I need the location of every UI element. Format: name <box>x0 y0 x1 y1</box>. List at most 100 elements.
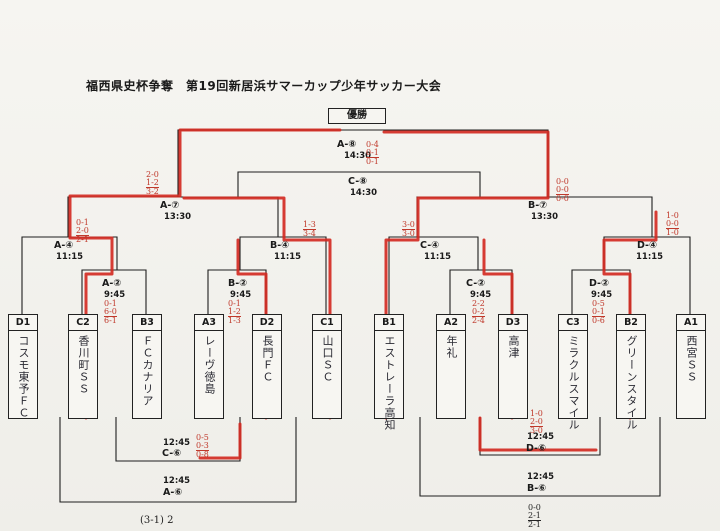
score-line: 2-1 <box>528 511 541 520</box>
team-code: A1 <box>677 315 705 331</box>
team-name: ミラクルスマイル <box>567 335 580 431</box>
match-r1a-time: 9:45 <box>104 290 126 300</box>
score-line: 0-0 <box>666 219 679 228</box>
match-r1b-time: 9:45 <box>230 290 252 300</box>
score-total: 3-0 <box>530 426 543 435</box>
score-line: 0-0 <box>528 503 541 512</box>
score-cons-c6: 0-5 0-3 0-8 <box>196 434 209 459</box>
score-line: 1-2 <box>146 178 159 187</box>
score-line: 0-1 <box>228 299 241 308</box>
score-total: 0-1 <box>366 157 379 166</box>
score-line: 0-4 <box>366 140 379 149</box>
match-cons-c6-label: C-⑥ <box>162 448 182 459</box>
score-qf1: 0-1 2-0 2-1 <box>76 219 89 244</box>
team-code: B3 <box>133 315 161 331</box>
match-final-time: 14:30 <box>344 151 372 161</box>
score-line: 0-0 <box>556 185 569 194</box>
score-r1c: 2-2 0-2 2-4 <box>472 300 485 325</box>
match-qf2-time: 11:15 <box>274 252 302 262</box>
score-line: 0-5 <box>196 433 209 442</box>
team-name: 西宮ＳＳ <box>685 335 698 383</box>
score-line: 0-1 <box>366 148 379 157</box>
score-line: 1-2 <box>228 307 241 316</box>
team-code: A2 <box>437 315 465 331</box>
score-cons-d6: 1-0 2-0 3-0 <box>530 410 543 435</box>
score-line: 6-0 <box>104 307 117 316</box>
team-code: B1 <box>375 315 403 331</box>
match-r1a-label: A-② <box>102 278 122 289</box>
score-line: 2-0 <box>146 170 159 179</box>
team-box: C1 山口ＳＣ <box>312 314 342 419</box>
match-sf-left-time: 13:30 <box>164 212 192 222</box>
score-r1d: 0-5 0-1 0-6 <box>592 300 605 325</box>
match-r1d-time: 9:45 <box>591 290 613 300</box>
score-total: 3-0 <box>402 229 415 238</box>
team-name: 香川町ＳＳ <box>77 335 90 395</box>
score-sf-left: 2-0 1-2 3-2 <box>146 171 159 196</box>
match-r1d-label: D-② <box>589 278 610 289</box>
match-cons-c6-time: 12:45 <box>163 438 191 448</box>
match-cons-b6-label: B-⑥ <box>527 483 547 494</box>
match-sf-left-label: A-⑦ <box>160 200 180 211</box>
match-cons-b6-time: 12:45 <box>527 472 555 482</box>
match-third-label: C-⑧ <box>348 176 368 187</box>
team-box: B2 グリーンスタイル <box>616 314 646 431</box>
score-line: 1-0 <box>530 409 543 418</box>
match-sf-right-time: 13:30 <box>531 212 559 222</box>
team-box: C2 香川町ＳＳ <box>68 314 98 419</box>
score-line: 0-1 <box>76 218 89 227</box>
score-line: 2-2 <box>472 299 485 308</box>
team-name: エストレーラ高知 <box>383 335 396 431</box>
score-r1a: 0-1 6-0 6-1 <box>104 300 117 325</box>
score-total: 2-1 <box>528 520 541 529</box>
team-box: D3 高津 <box>498 314 528 419</box>
match-r1b-label: B-② <box>228 278 248 289</box>
score-sf-right: 0-0 0-0 0-0 <box>556 178 569 203</box>
score-line: 0-0 <box>556 177 569 186</box>
score-line: 0-1 <box>592 307 605 316</box>
team-name: 山口ＳＣ <box>321 335 334 383</box>
team-box: C3 ミラクルスマイル <box>558 314 588 431</box>
team-name: 長門ＦＣ <box>261 335 274 383</box>
score-r1b: 0-1 1-2 1-3 <box>228 300 241 325</box>
tournament-title: 福西県史杯争奪 第19回新居浜サマーカップ少年サッカー大会 <box>86 79 442 93</box>
score-line: 2-0 <box>76 226 89 235</box>
team-name: 高津 <box>507 335 520 359</box>
score-line: 0-1 <box>104 299 117 308</box>
score-total: 3-4 <box>303 229 316 238</box>
team-name: 年礼 <box>445 335 458 359</box>
team-box: A1 西宮ＳＳ <box>676 314 706 419</box>
match-qf1-time: 11:15 <box>56 252 84 262</box>
score-qf2: 1-3 3-4 <box>303 221 316 238</box>
team-code: C1 <box>313 315 341 331</box>
score-line: 0-3 <box>196 441 209 450</box>
team-name: レーヴ徳島 <box>203 335 216 395</box>
match-qf4-time: 11:15 <box>636 252 664 262</box>
score-qf3: 3-0 3-0 <box>402 221 415 238</box>
match-qf1-label: A-④ <box>54 240 74 251</box>
match-cons-a6-time: 12:45 <box>163 476 191 486</box>
team-box: A2 年礼 <box>436 314 466 419</box>
match-qf2-label: B-④ <box>270 240 290 251</box>
score-total: 0-0 <box>556 194 569 203</box>
score-line: 0-2 <box>472 307 485 316</box>
match-sf-right-label: B-⑦ <box>528 200 548 211</box>
score-total: 6-1 <box>104 316 117 325</box>
team-code: C2 <box>69 315 97 331</box>
match-cons-a6-label: A-⑥ <box>163 487 183 498</box>
match-r1c-time: 9:45 <box>470 290 492 300</box>
team-code: A3 <box>195 315 223 331</box>
team-code: B2 <box>617 315 645 331</box>
match-final-label: A-⑧ <box>337 139 357 150</box>
match-qf4-label: D-④ <box>637 240 658 251</box>
team-box: B3 ＦＣカナリア <box>132 314 162 419</box>
team-code: C3 <box>559 315 587 331</box>
team-box: D2 長門ＦＣ <box>252 314 282 419</box>
score-total: 0-6 <box>592 316 605 325</box>
score-line: 3-0 <box>402 220 415 229</box>
score-total: 1-0 <box>666 228 679 237</box>
score-line: 2-0 <box>530 417 543 426</box>
score-cons-b6: 0-0 2-1 2-1 <box>528 504 541 529</box>
